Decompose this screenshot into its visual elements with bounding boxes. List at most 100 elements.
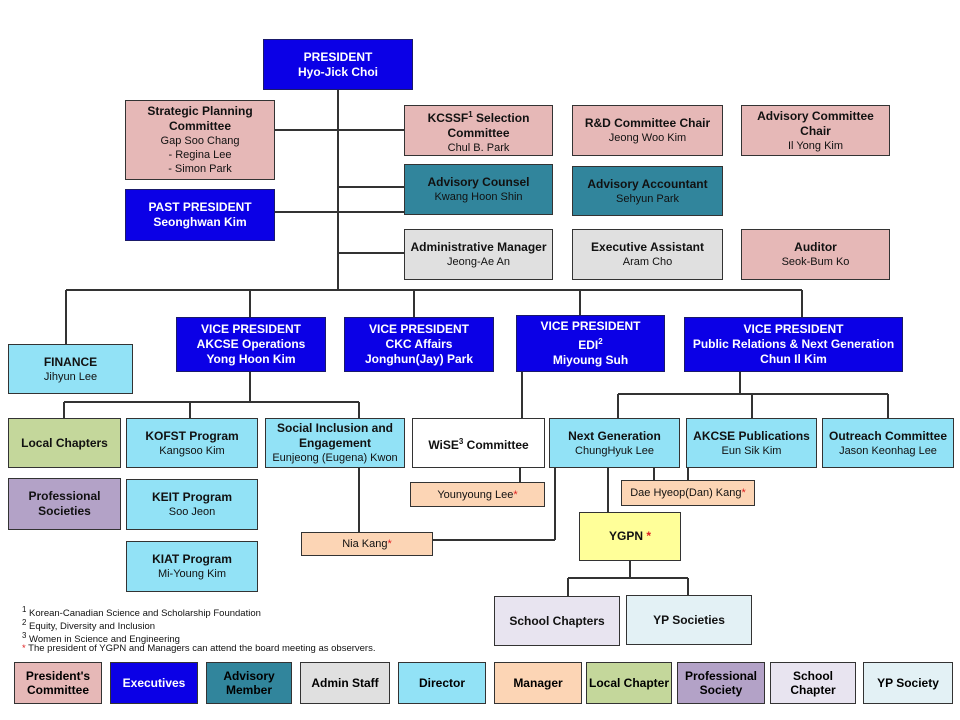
outreach-committee-box[interactable]: Outreach Committee Jason Keonhag Lee: [822, 418, 954, 468]
professional-societies-title: Professional Societies: [28, 489, 101, 518]
advisory-accountant-title: Advisory Accountant: [587, 176, 708, 191]
advisory-chair-name: Il Yong Kim: [787, 139, 844, 152]
legend-school-chapter: School Chapter: [770, 662, 856, 704]
legend-professional-society: Professional Society: [677, 662, 765, 704]
rnd-committee-chair-box[interactable]: R&D Committee Chair Jeong Woo Kim: [572, 105, 723, 156]
legend-executives: Executives: [110, 662, 198, 704]
past-president-title: PAST PRESIDENT: [148, 200, 252, 214]
vp-akcse-operations-box[interactable]: VICE PRESIDENT AKCSE Operations Yong Hoo…: [176, 317, 326, 372]
auditor-box[interactable]: Auditor Seok-Bum Ko: [741, 229, 890, 280]
footnote: * The president of YGPN and Managers can…: [22, 643, 376, 654]
kcssf-selection-committee-box[interactable]: KCSSF1 Selection Committee Chul B. Park: [404, 105, 553, 156]
advisory-counsel-name: Kwang Hoon Shin: [434, 191, 523, 203]
vp-name: Miyoung Suh: [552, 353, 629, 367]
auditor-name: Seok-Bum Ko: [781, 256, 850, 268]
kcssf-title: KCSSF1 Selection Committee: [427, 109, 530, 140]
manager-younyoung-box[interactable]: Younyoung Lee*: [410, 482, 545, 507]
manager-dae-hyeop-box[interactable]: Dae Hyeop(Dan) Kang*: [621, 480, 755, 506]
wise-committee-box[interactable]: WiSE3 Committee: [412, 418, 545, 468]
advisory-chair-title: Advisory Committee Chair: [757, 108, 874, 138]
advisory-accountant-box[interactable]: Advisory Accountant Sehyun Park: [572, 166, 723, 216]
strategic-planning-committee-box[interactable]: Strategic Planning Committee Gap Soo Cha…: [125, 100, 275, 180]
manager-nia-box[interactable]: Nia Kang*: [301, 532, 433, 556]
social-inclusion-name: Eunjeong (Eugena) Kwon: [272, 452, 398, 464]
vp-portfolio: CKC Affairs: [385, 337, 453, 351]
advisory-counsel-title: Advisory Counsel: [427, 175, 530, 189]
finance-title: FINANCE: [43, 354, 98, 369]
kiat-title: KIAT Program: [152, 552, 232, 566]
kofst-program-box[interactable]: KOFST Program Kangsoo Kim: [126, 418, 258, 468]
advisory-counsel-box[interactable]: Advisory Counsel Kwang Hoon Shin: [404, 164, 553, 215]
kiat-program-box[interactable]: KIAT Program Mi-Young Kim: [126, 541, 258, 592]
vp-name: Chun Il Kim: [760, 352, 827, 366]
exec-assistant-name: Aram Cho: [622, 256, 673, 268]
manager-name: Younyoung Lee*: [437, 488, 518, 501]
legend-manager: Manager: [494, 662, 582, 704]
vp-name: Jonghun(Jay) Park: [364, 352, 474, 366]
legend-director: Director: [398, 662, 486, 704]
yp-societies-box[interactable]: YP Societies: [626, 595, 752, 645]
next-generation-name: ChungHyuk Lee: [575, 444, 654, 457]
admin-manager-title: Administrative Manager: [410, 240, 547, 254]
kofst-title: KOFST Program: [145, 428, 239, 443]
footnote: 3 Women in Science and Engineering: [22, 631, 180, 646]
keit-name: Soo Jeon: [168, 506, 216, 518]
president-title: PRESIDENT: [303, 49, 373, 64]
kofst-name: Kangsoo Kim: [159, 444, 225, 457]
strategic-planning-member: - Regina Lee: [168, 149, 232, 161]
school-chapters-box[interactable]: School Chapters: [494, 596, 620, 646]
ygpn-box[interactable]: YGPN *: [579, 512, 681, 561]
strategic-planning-title: Strategic Planning Committee: [147, 104, 253, 133]
vp-edi-box[interactable]: VICE PRESIDENT EDI2 Miyoung Suh: [516, 315, 665, 372]
local-chapters-box[interactable]: Local Chapters: [8, 418, 121, 468]
legend-yp-society: YP Society: [863, 662, 953, 704]
vp-name: Yong Hoon Kim: [206, 352, 296, 366]
vp-title: VICE PRESIDENT: [540, 319, 641, 333]
vp-public-relations-box[interactable]: VICE PRESIDENT Public Relations & Next G…: [684, 317, 903, 372]
publications-title: AKCSE Publications: [693, 428, 810, 443]
exec-assistant-title: Executive Assistant: [591, 240, 704, 254]
keit-program-box[interactable]: KEIT Program Soo Jeon: [126, 479, 258, 530]
advisory-committee-chair-box[interactable]: Advisory Committee Chair Il Yong Kim: [741, 105, 890, 156]
president-name: Hyo-Jick Choi: [297, 64, 378, 79]
strategic-planning-member: - Simon Park: [168, 163, 232, 175]
legend-admin-staff: Admin Staff: [300, 662, 390, 704]
kiat-name: Mi-Young Kim: [157, 568, 227, 580]
rnd-title: R&D Committee Chair: [584, 116, 711, 130]
vp-portfolio: AKCSE Operations: [196, 337, 306, 351]
legend-presidents-committee: President's Committee: [14, 662, 102, 704]
next-generation-box[interactable]: Next Generation ChungHyuk Lee: [549, 418, 680, 468]
auditor-title: Auditor: [794, 240, 837, 254]
past-president-box[interactable]: PAST PRESIDENT Seonghwan Kim: [125, 189, 275, 241]
admin-manager-name: Jeong-Ae An: [447, 256, 510, 268]
akcse-publications-box[interactable]: AKCSE Publications Eun Sik Kim: [686, 418, 817, 468]
social-inclusion-box[interactable]: Social Inclusion and Engagement Eunjeong…: [265, 418, 405, 468]
footnote: 1 Korean-Canadian Science and Scholarshi…: [22, 605, 261, 620]
manager-name: Nia Kang*: [342, 538, 392, 550]
rnd-name: Jeong Woo Kim: [608, 132, 687, 144]
yp-societies-title: YP Societies: [653, 612, 725, 627]
school-chapters-title: School Chapters: [509, 613, 605, 628]
outreach-name: Jason Keonhag Lee: [839, 444, 937, 457]
finance-name: Jihyun Lee: [43, 370, 98, 383]
outreach-title: Outreach Committee: [828, 428, 948, 443]
vp-title: VICE PRESIDENT: [200, 322, 302, 336]
publications-name: Eun Sik Kim: [721, 444, 782, 457]
president-box[interactable]: PRESIDENT Hyo-Jick Choi: [263, 39, 413, 90]
finance-box[interactable]: FINANCE Jihyun Lee: [8, 344, 133, 394]
kcssf-name: Chul B. Park: [447, 141, 510, 154]
vp-ckc-affairs-box[interactable]: VICE PRESIDENT CKC Affairs Jonghun(Jay) …: [344, 317, 494, 372]
vp-title: VICE PRESIDENT: [368, 322, 470, 336]
advisory-accountant-name: Sehyun Park: [616, 192, 679, 205]
vp-portfolio: Public Relations & Next Generation: [692, 337, 895, 351]
executive-assistant-box[interactable]: Executive Assistant Aram Cho: [572, 229, 723, 280]
keit-title: KEIT Program: [151, 490, 232, 504]
administrative-manager-box[interactable]: Administrative Manager Jeong-Ae An: [404, 229, 553, 280]
manager-name: Dae Hyeop(Dan) Kang*: [630, 487, 746, 499]
social-inclusion-title: Social Inclusion and Engagement: [276, 421, 394, 450]
local-chapters-title: Local Chapters: [21, 435, 108, 450]
legend-advisory-member: Advisory Member: [206, 662, 292, 704]
professional-societies-box[interactable]: Professional Societies: [8, 478, 121, 530]
next-generation-title: Next Generation: [568, 428, 661, 443]
